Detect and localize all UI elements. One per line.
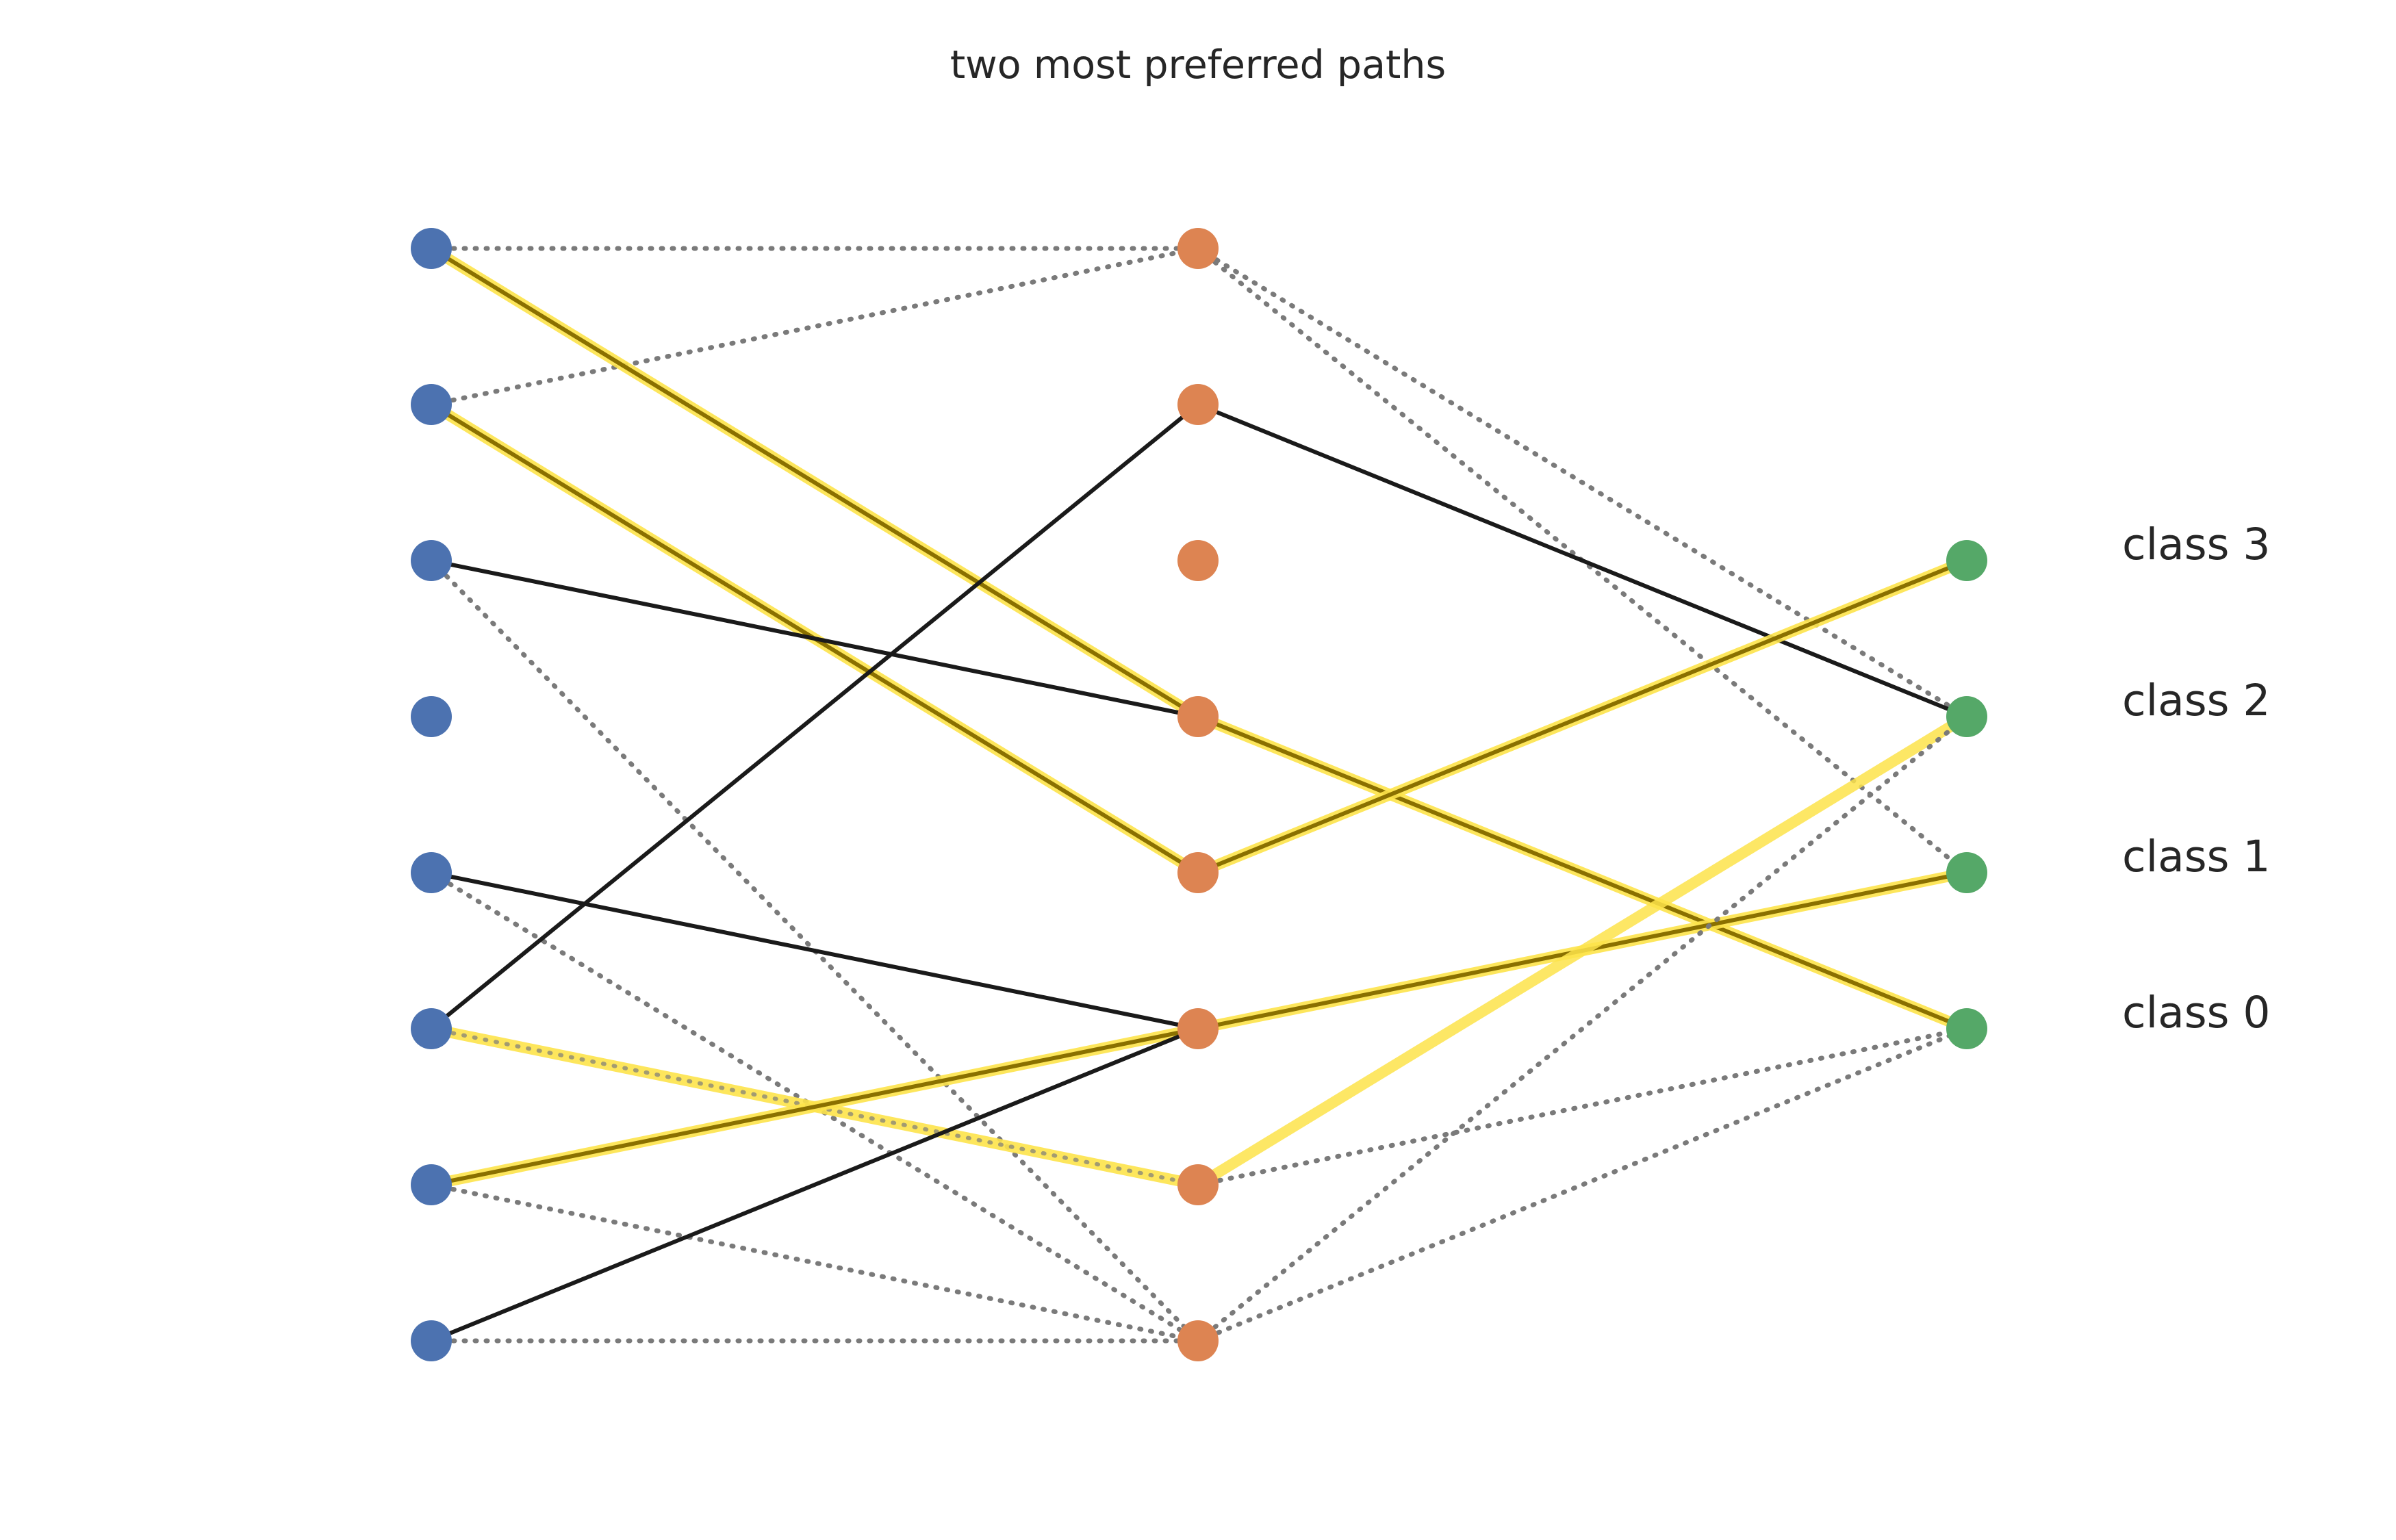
edge-0-7-to-1-5-solid — [429, 1027, 1200, 1343]
class-labels-group: class 3 class 2 class 1 class 0 — [2122, 519, 2271, 1038]
edge-1-6-to-2-1-glow — [1193, 711, 1972, 1190]
edge-0-1-to-1-0-dotted — [429, 246, 1201, 407]
edges-group — [426, 243, 1972, 1344]
nodes-group — [411, 228, 1987, 1361]
edge-1-1-to-2-1-solid — [1196, 402, 1969, 719]
edge-1-0-to-2-1-dotted — [1195, 246, 1970, 719]
edge-0-6-to-1-5-core — [429, 1027, 1200, 1187]
class-label: class 0 — [2122, 988, 2271, 1038]
diagram-title: two most preferred paths — [950, 42, 1446, 88]
hidden-node-1 — [1177, 384, 1219, 425]
edge-1-7-to-2-3-dotted — [1195, 1026, 1970, 1344]
class-label: class 2 — [2122, 676, 2271, 726]
input-node-3 — [411, 696, 452, 737]
hidden-node-6 — [1177, 1164, 1219, 1205]
hidden-node-3 — [1177, 696, 1219, 737]
input-node-7 — [411, 1320, 452, 1361]
edge-0-5-to-1-1-solid — [429, 402, 1200, 1031]
edge-0-0-to-1-3-core — [429, 246, 1200, 719]
hidden-node-2 — [1177, 540, 1219, 581]
edge-1-4-to-2-0-core — [1196, 559, 1969, 875]
hidden-node-0 — [1177, 228, 1219, 269]
output-node-2 — [1946, 852, 1987, 893]
edge-1-7-to-2-1-dotted — [1195, 714, 1970, 1344]
output-node-3 — [1946, 1008, 1987, 1049]
edge-0-4-to-1-5-solid — [429, 871, 1200, 1031]
edge-0-6-to-1-7-dotted — [429, 1182, 1201, 1344]
edge-0-2-to-1-3-solid — [429, 559, 1200, 719]
hidden-node-4 — [1177, 852, 1219, 893]
edge-1-6-to-2-3-dotted — [1195, 1026, 1970, 1188]
edge-0-5-to-1-6-core — [429, 1027, 1200, 1187]
hidden-node-7 — [1177, 1320, 1219, 1361]
hidden-node-5 — [1177, 1008, 1219, 1049]
input-node-6 — [411, 1164, 452, 1205]
class-label: class 3 — [2122, 519, 2271, 569]
input-node-0 — [411, 228, 452, 269]
edge-1-3-to-2-3-core — [1196, 715, 1969, 1031]
class-label: class 1 — [2122, 832, 2271, 882]
input-node-2 — [411, 540, 452, 581]
output-node-1 — [1946, 696, 1987, 737]
input-node-1 — [411, 384, 452, 425]
input-node-4 — [411, 852, 452, 893]
output-node-0 — [1946, 540, 1987, 581]
input-node-5 — [411, 1008, 452, 1049]
